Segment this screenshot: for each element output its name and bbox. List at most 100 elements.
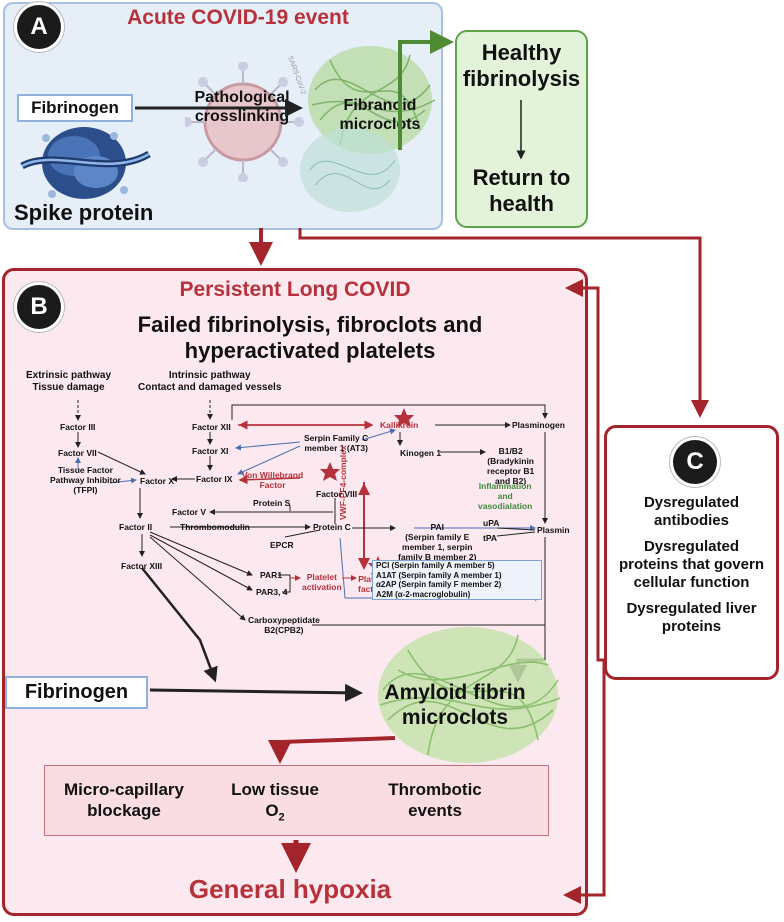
healthy-fibrinolysis-title: Healthy fibrinolysis [455,40,588,92]
par3-4: PAR3, 4 [256,587,288,597]
item-1-line-2: antibodies [653,512,729,529]
b1-b2: B1/B2 (Bradykinin receptor B1 and B2) [487,446,534,486]
serpin-item-a1at: A1AT (Serpin family A member 1) [376,570,502,580]
tfpi-line-2: Pathway Inhibitor [50,475,121,485]
dysregulated-proteins: Dysregulated proteins that govern cellul… [604,538,779,592]
crosslinking-text: crosslinking [194,108,290,125]
panel-b-badge: B [17,285,61,329]
dysregulated-antibodies: Dysregulated antibodies [604,494,779,530]
o-text: O [265,801,279,820]
subscript-2: 2 [278,811,285,824]
outcome-2-line-2: O2 [220,800,330,828]
amyloid-line-2: microclots [401,706,509,729]
protein-s: Protein S [253,498,291,508]
item-1-line-1: Dysregulated [643,494,740,511]
serpin-c1-line-2: member 1 (AT3) [304,443,368,453]
pai-sub-1: (Serpin family E [405,532,470,542]
b1-b2-label: B1/B2 [498,446,523,456]
serpin-c1-line-1: Serpin Family C [304,433,369,443]
micro-capillary-blockage: Micro-capillary blockage [54,779,194,821]
platelet-activation: Platelet activation [302,572,342,592]
vwf-line-2: Factor [259,480,286,490]
dysregulated-liver-proteins: Dysregulated liver proteins [604,600,779,636]
item-2-line-3: cellular function [633,574,750,591]
virus-icon [185,62,304,182]
tfpi: Tissue Factor Pathway Inhibitor (TFPI) [50,465,121,495]
serpin-c1: Serpin Family C member 1 (AT3) [304,433,368,453]
factor-xii: Factor XII [192,422,231,432]
carboxy-line-2: B2(CPB2) [264,625,304,635]
intrinsic-pathway-label: Intrinsic pathway Contact and damaged ve… [138,370,281,394]
par1: PAR1 [260,570,283,580]
serpin-list: PCI (Serpin family A member 5) A1AT (Ser… [376,561,502,599]
panel-b-subtitle: Failed fibrinolysis, fibroclots and hype… [70,312,550,364]
pai-sub-2: member 1, serpin [402,542,473,552]
carboxypeptidate: Carboxypeptidate B2(CPB2) [248,615,320,635]
serpin-item-a2m: A2M (α-2-macroglobulin) [376,589,471,599]
panel-c-list: Dysregulated antibodies Dysregulated pro… [604,494,779,636]
platelet-activation-line-2: activation [302,582,342,592]
factor-v: Factor V [172,507,207,517]
thrombotic-events: Thrombotic events [370,779,500,821]
inflammation-line-3: vasodialation [478,501,533,511]
subtitle-line-1: Failed fibrinolysis, fibroclots and [137,312,483,337]
item-3-line-2: proteins [661,618,722,635]
von-willebrand-factor: Von Willebrand Factor [242,470,303,490]
factor-x: Factor X [140,476,175,486]
extrinsic-pathway-label: Extrinsic pathway Tissue damage [26,370,111,394]
platelet-activation-line-1: Platelet [306,572,337,582]
spike-protein-illustration [20,127,151,199]
b1-b2-sub-3: and B2) [495,476,527,486]
pai: PAI (Serpin family E member 1, serpin fa… [398,522,476,562]
return-to-health: Return to health [455,165,588,217]
kallikrein: Kallikrein [380,420,419,430]
pai-sub-3: family B member 2) [398,552,477,562]
tfpi-line-3: (TFPI) [73,485,98,495]
factor-xi: Factor XI [192,446,229,456]
health-text: health [489,191,554,216]
low-tissue-o2: Low tissue O2 [220,779,330,828]
fibrinogen-box-a: Fibrinogen [17,94,133,122]
panel-c-badge: C [673,440,717,484]
factor-iii: Factor III [60,422,96,432]
amyloid-clot-illustration [378,627,561,763]
plasmin: Plasmin [537,525,570,535]
factor-ix: Factor IX [196,474,233,484]
fibrinolysis-text: fibrinolysis [462,66,581,91]
outcome-1-line-2: blockage [87,801,161,820]
fibrinogen-box-b: Fibrinogen [5,676,148,709]
protein-c: Protein C [313,522,351,532]
inflammation-vasodialation: Inflammation and vasodialation [478,481,532,511]
tpa: tPA [483,533,498,543]
outcome-2-line-1: Low tissue [231,780,319,799]
epcr: EPCR [270,540,294,550]
amyloid-line-1: Amyloid fibrin [384,681,526,704]
factor-xiii: Factor XIII [121,561,163,571]
vwf-pf4-complex: VWF-PF4-complex [338,445,348,520]
outcome-1-line-1: Micro-capillary [64,780,184,799]
intrinsic-line-1: Intrinsic pathway [168,370,251,381]
outcome-3-line-2: events [408,801,462,820]
pai-label: PAI [430,522,444,532]
outcome-3-line-1: Thrombotic [388,780,482,799]
outcomes-box [44,765,549,836]
serpin-item-a2ap: α2AP (Serpin family F member 2) [376,580,502,589]
b1-b2-sub-2: receptor B1 [487,466,535,476]
subtitle-line-2: hyperactivated platelets [184,338,436,363]
pathological-crosslinking-label: Pathological crosslinking [186,88,298,126]
tfpi-line-1: Tissue Factor [57,465,113,475]
item-2-line-1: Dysregulated [643,538,740,555]
factor-ii: Factor II [119,522,153,532]
inflammation-line-2: and [497,491,513,501]
b1-b2-sub-1: (Bradykinin [487,456,534,466]
panel-a-badge: A [17,5,61,49]
factor-viii: Factor VIII [316,489,358,499]
serpin-list-box [372,560,542,600]
return-to-text: Return to [472,165,571,190]
item-3-line-1: Dysregulated liver [626,600,757,617]
upa: uPA [483,518,500,528]
vwf-line-1: Von Willebrand [242,470,304,480]
inflammation-line-1: Inflammation [478,481,532,491]
item-2-line-2: proteins that govern [618,556,764,573]
